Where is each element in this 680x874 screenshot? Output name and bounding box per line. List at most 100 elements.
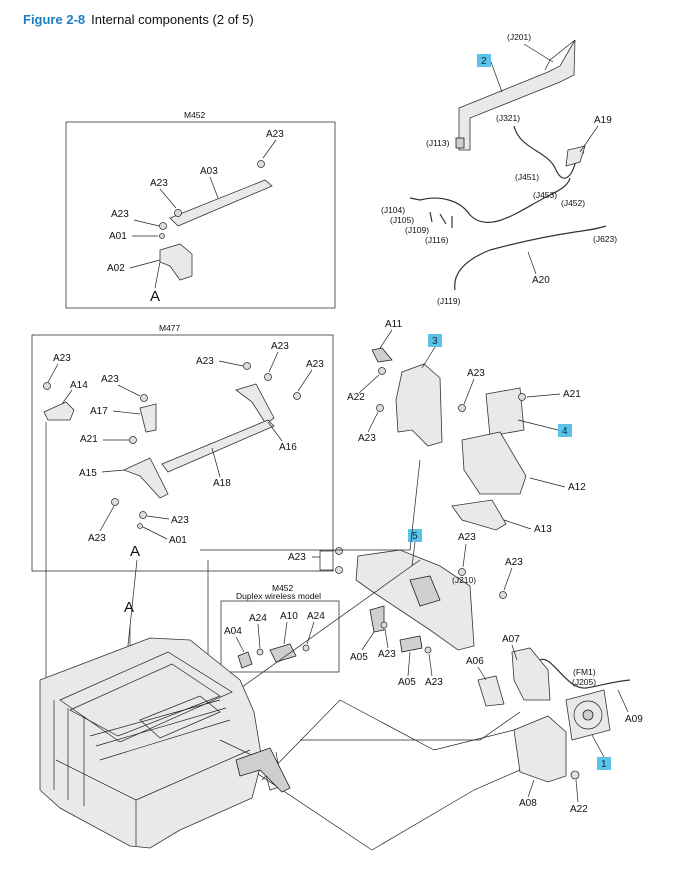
assembly-5 [355, 549, 475, 651]
label-a09: A09 [625, 714, 643, 725]
connector-j210: (J210) [452, 575, 476, 585]
label-a23: A23 [101, 374, 119, 385]
label-a15: A15 [79, 468, 97, 479]
label-a13: A13 [534, 524, 552, 535]
connector-j623: (J623) [593, 234, 617, 244]
label-a23: A23 [458, 532, 476, 543]
label-a23: A23 [53, 353, 71, 364]
label-a01: A01 [109, 231, 127, 242]
label-a23: A23 [288, 552, 306, 563]
frame-a12 [461, 431, 527, 495]
connector-j116: (J116) [425, 235, 449, 245]
box-m452-duplex [220, 600, 340, 673]
label-a17: A17 [90, 406, 108, 417]
bracket-a06 [477, 675, 505, 707]
label-a01: A01 [169, 535, 187, 546]
label-a19: A19 [594, 115, 612, 126]
connector-j201: (J201) [507, 32, 531, 42]
callout-5: 5 [408, 529, 422, 542]
bracket-a02 [159, 243, 193, 281]
connector-j119: (J119) [437, 296, 461, 306]
label-a22: A22 [347, 392, 365, 403]
label-a10: A10 [280, 611, 298, 622]
label-a11: A11 [385, 319, 402, 330]
bracket-a03 [169, 179, 273, 227]
label-a23: A23 [150, 178, 168, 189]
label-a12: A12 [568, 482, 586, 493]
bracket-a05-1 [369, 605, 385, 633]
fan-fm1 [539, 658, 631, 741]
label-a14: A14 [70, 380, 88, 391]
label-a23: A23 [378, 649, 396, 660]
figure-title: Internal components (2 of 5) [91, 12, 254, 27]
svg-text:2: 2 [481, 56, 487, 67]
box-m477 [31, 334, 334, 572]
box-m452-top [65, 121, 336, 309]
label-a23: A23 [88, 533, 106, 544]
label-a23: A23 [171, 515, 189, 526]
connector-fm1: (FM1) [573, 667, 596, 677]
connector-j451: (J451) [515, 172, 539, 182]
connector-j113: (J113) [426, 138, 450, 148]
label-a23: A23 [505, 557, 523, 568]
label-a23: A23 [467, 368, 485, 379]
label-a23: A23 [271, 341, 289, 352]
bracket-a07 [511, 647, 551, 701]
label-a: A [150, 288, 160, 305]
cable-a19 [513, 125, 586, 179]
label-a22: A22 [570, 804, 588, 815]
connector-j109: (J109) [405, 225, 429, 235]
connector-j453: (J453) [533, 190, 557, 200]
label-a: A [124, 599, 134, 616]
label-a24: A24 [249, 613, 267, 624]
box-m452-duplex-title: M452 [272, 583, 294, 593]
connector-j105: (J105) [390, 215, 414, 225]
board-4 [485, 387, 525, 437]
label-a04: A04 [224, 626, 242, 637]
bracket-a14 [43, 401, 75, 421]
cable-harness [409, 177, 571, 228]
svg-text:1: 1 [601, 759, 607, 770]
assembly-3 [371, 347, 443, 447]
label-a23: A23 [111, 209, 129, 220]
label-a23: A23 [196, 356, 214, 367]
connector-j205: (J205) [572, 677, 596, 687]
label-a24: A24 [307, 611, 325, 622]
label-a16: A16 [279, 442, 297, 453]
label-a23: A23 [425, 677, 443, 688]
connector-j104: (J104) [381, 205, 405, 215]
bracket-a15 [122, 457, 169, 499]
rail-a18 [161, 419, 275, 473]
callout-3: 3 [428, 334, 442, 347]
label-a03: A03 [200, 166, 218, 177]
label-a23: A23 [358, 433, 376, 444]
svg-text:5: 5 [412, 531, 418, 542]
label-a05: A05 [398, 677, 416, 688]
label-a06: A06 [466, 656, 484, 667]
bracket-a13 [451, 499, 507, 531]
flat-cable-assembly [455, 39, 576, 151]
cable-a20 [454, 225, 607, 291]
svg-text:4: 4 [562, 426, 568, 437]
label-a05: A05 [350, 652, 368, 663]
box-m452-top-title: M452 [184, 110, 206, 120]
figure-caption: Figure 2-8 Internal components (2 of 5) [23, 12, 254, 27]
label-a21: A21 [80, 434, 98, 445]
connector-j321: (J321) [496, 113, 520, 123]
bracket-a16 [235, 383, 275, 425]
bracket-a17 [139, 403, 157, 433]
assembly-a08 [513, 715, 567, 783]
label-a21: A21 [563, 389, 581, 400]
callout-1: 1 [597, 757, 611, 770]
part-a04 [237, 651, 253, 669]
connector-j452: (J452) [561, 198, 585, 208]
label-a02: A02 [107, 263, 125, 274]
label-a: A [130, 543, 140, 560]
label-a20: A20 [532, 275, 550, 286]
callout-4: 4 [558, 424, 572, 437]
figure-number: Figure 2-8 [23, 12, 86, 27]
label-a18: A18 [213, 478, 231, 489]
svg-text:3: 3 [432, 336, 438, 347]
